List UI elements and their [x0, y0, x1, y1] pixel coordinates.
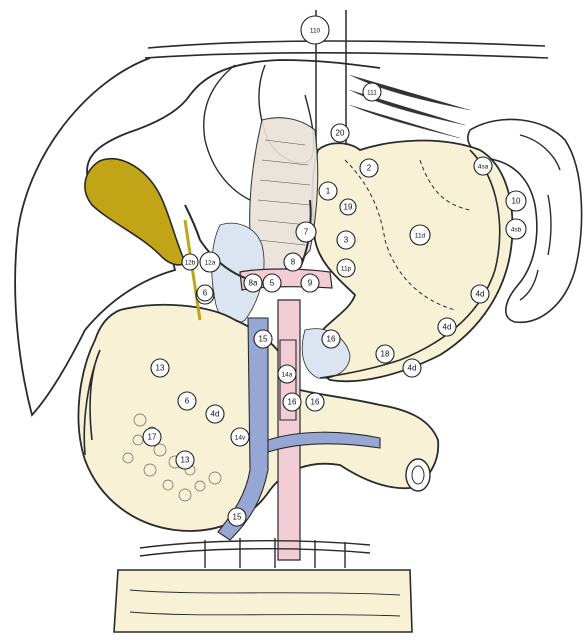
station-label: 2 — [367, 164, 372, 173]
station-label: 7 — [304, 228, 309, 237]
colon-band — [114, 570, 412, 632]
station-label: 11d — [415, 233, 426, 240]
station-label: 1 — [326, 187, 331, 196]
station-marker-s10: 10 — [506, 191, 526, 211]
station-marker-s15a: 15 — [254, 330, 272, 348]
station-marker-s111: 111 — [363, 83, 381, 101]
station-label: 4sb — [511, 227, 522, 234]
station-label: 111 — [367, 90, 377, 97]
station-marker-s16b: 16 — [283, 393, 301, 411]
station-marker-s14v: 14v — [231, 428, 249, 446]
station-label: 15 — [259, 335, 268, 344]
station-marker-s8: 8 — [284, 253, 302, 271]
station-label: 110 — [310, 28, 321, 35]
station-marker-s11p: 11p — [337, 259, 355, 277]
station-label: 6 — [185, 397, 190, 406]
station-marker-s17: 17 — [143, 428, 161, 446]
station-marker-s20: 20 — [331, 124, 349, 142]
station-marker-s3: 3 — [337, 231, 355, 249]
station-label: 4d — [443, 323, 452, 332]
station-marker-s4sa: 4sa — [474, 157, 492, 175]
station-marker-s18: 18 — [376, 345, 394, 363]
station-marker-s15b: 15 — [228, 508, 246, 526]
station-marker-s6b: 6 — [178, 392, 196, 410]
station-label: 19 — [344, 203, 353, 212]
station-label: 9 — [308, 279, 313, 288]
station-label: 16 — [327, 335, 336, 344]
station-marker-s12b: 12b — [182, 254, 198, 270]
station-label: 17 — [148, 433, 157, 442]
station-marker-s12a: 12a — [200, 252, 220, 272]
station-marker-s4b: 4d — [206, 405, 224, 423]
station-label: 13 — [156, 364, 165, 373]
station-label: 4d — [211, 410, 220, 419]
station-marker-s1: 1 — [319, 182, 337, 200]
station-label: 12b — [185, 260, 196, 267]
station-marker-s4d2: 4d — [438, 318, 456, 336]
station-marker-s4sb: 4sb — [506, 219, 526, 239]
station-marker-s13a: 13 — [151, 359, 169, 377]
station-marker-s5: 5 — [263, 274, 281, 292]
aorta — [278, 300, 300, 560]
station-marker-s14a: 14a — [278, 365, 296, 383]
station-marker-s11d: 11d — [410, 225, 430, 245]
station-label: 12a — [205, 260, 216, 267]
station-marker-s19: 19 — [340, 199, 356, 215]
station-label: 8 — [291, 258, 296, 267]
station-marker-s110: 110 — [301, 16, 329, 44]
station-marker-s13b: 13 — [176, 451, 194, 469]
station-label: 8a — [249, 279, 258, 288]
jejunum-stump — [406, 459, 430, 491]
station-label: 14a — [282, 372, 293, 379]
station-label: 10 — [512, 197, 521, 206]
station-marker-s4d3: 4d — [403, 359, 421, 377]
station-label: 4d — [476, 290, 485, 299]
station-marker-s2: 2 — [360, 159, 378, 177]
station-label: 15 — [233, 513, 242, 522]
station-label: 13 — [181, 456, 190, 465]
station-label: 11p — [341, 266, 352, 273]
station-label: 18 — [381, 350, 390, 359]
station-label: 14v — [235, 435, 246, 442]
station-marker-s16c: 16 — [306, 393, 324, 411]
station-label: 3 — [344, 236, 349, 245]
station-label: 4sa — [478, 164, 489, 171]
station-label: 4d — [408, 364, 417, 373]
station-label: 6 — [203, 289, 208, 298]
station-marker-s7: 7 — [296, 222, 316, 242]
station-label: 5 — [270, 279, 275, 288]
station-marker-s16a: 16 — [322, 330, 340, 348]
station-marker-s6a: 6 — [197, 285, 213, 301]
station-marker-s8a: 8a — [244, 274, 262, 292]
station-marker-s4d: 4d — [471, 285, 489, 303]
station-marker-s9: 9 — [301, 274, 319, 292]
station-label: 20 — [336, 129, 345, 138]
station-label: 16 — [288, 398, 297, 407]
station-label: 16 — [311, 398, 320, 407]
